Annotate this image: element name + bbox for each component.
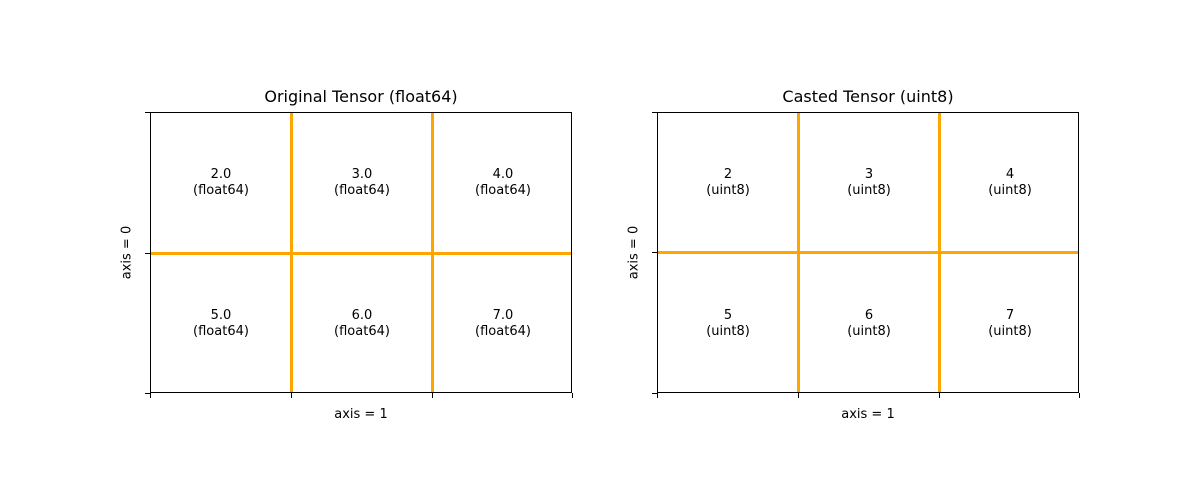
cell-dtype: (uint8) (847, 324, 891, 339)
cell-value: 5.0 (210, 308, 232, 323)
x-axis-label: axis = 1 (841, 407, 895, 422)
original-tensor-panel: Original Tensor (float64) 2.0 (float64) … (119, 87, 573, 422)
x-tick (291, 393, 292, 398)
tensor-cell: 6 (uint8) (799, 254, 939, 394)
cell-value: 2 (723, 167, 733, 182)
tensor-cell: 4 (uint8) (940, 113, 1080, 253)
y-tick (145, 253, 150, 254)
panel-title: Casted Tensor (uint8) (782, 87, 954, 106)
y-tick (652, 112, 657, 113)
cell-dtype: (uint8) (847, 183, 891, 198)
cell-dtype: (uint8) (988, 324, 1032, 339)
cell-value: 4.0 (492, 167, 514, 182)
x-tick (798, 393, 799, 398)
cell-dtype: (float64) (193, 183, 249, 198)
tensor-cell: 7.0 (float64) (433, 254, 573, 394)
casted-tensor-panel: Casted Tensor (uint8) 2 (uint8) 3 (uint8… (600, 0, 1200, 500)
tensor-cell: 2.0 (float64) (151, 113, 291, 253)
cell-dtype: (float64) (334, 324, 390, 339)
cell-dtype: (float64) (475, 324, 531, 339)
x-axis-label: axis = 1 (334, 407, 388, 422)
cell-value: 7 (1005, 308, 1015, 323)
cell-value: 4 (1005, 167, 1015, 182)
tensor-cell: 6.0 (float64) (292, 254, 432, 394)
tensor-cell: 3.0 (float64) (292, 113, 432, 253)
cell-dtype: (float64) (334, 183, 390, 198)
x-tick (1079, 393, 1080, 398)
x-tick (657, 393, 658, 398)
x-tick (572, 393, 573, 398)
cell-value: 6 (864, 308, 874, 323)
y-axis-label: axis = 0 (626, 225, 642, 280)
x-tick (150, 393, 151, 398)
cell-value: 3.0 (351, 167, 373, 182)
y-axis-label: axis = 0 (119, 225, 135, 280)
tensor-cell: 4.0 (float64) (433, 113, 573, 253)
panel-title: Original Tensor (float64) (264, 87, 458, 106)
cell-value: 7.0 (492, 308, 514, 323)
cell-dtype: (float64) (193, 324, 249, 339)
cell-value: 3 (864, 167, 874, 182)
tensor-cell: 5 (uint8) (658, 254, 798, 394)
tensor-grid: 2 (uint8) 3 (uint8) 4 (uint8) 5 (uint8) … (657, 112, 1079, 393)
grid-line-horizontal (658, 251, 1078, 254)
grid-line-horizontal (151, 252, 571, 255)
y-tick (652, 252, 657, 253)
cell-value: 6.0 (351, 308, 373, 323)
cell-dtype: (float64) (475, 183, 531, 198)
cell-dtype: (uint8) (706, 183, 750, 198)
cell-dtype: (uint8) (706, 324, 750, 339)
tensor-cell: 5.0 (float64) (151, 254, 291, 394)
tensor-cell: 7 (uint8) (940, 254, 1080, 394)
y-tick (145, 393, 150, 394)
y-tick (652, 393, 657, 394)
x-tick (432, 393, 433, 398)
x-tick (939, 393, 940, 398)
y-tick (145, 112, 150, 113)
tensor-cell: 2 (uint8) (658, 113, 798, 253)
cell-value: 5 (723, 308, 733, 323)
cell-value: 2.0 (210, 167, 232, 182)
cell-dtype: (uint8) (988, 183, 1032, 198)
tensor-cell: 3 (uint8) (799, 113, 939, 253)
tensor-grid: 2.0 (float64) 3.0 (float64) 4.0 (float64… (150, 112, 572, 393)
